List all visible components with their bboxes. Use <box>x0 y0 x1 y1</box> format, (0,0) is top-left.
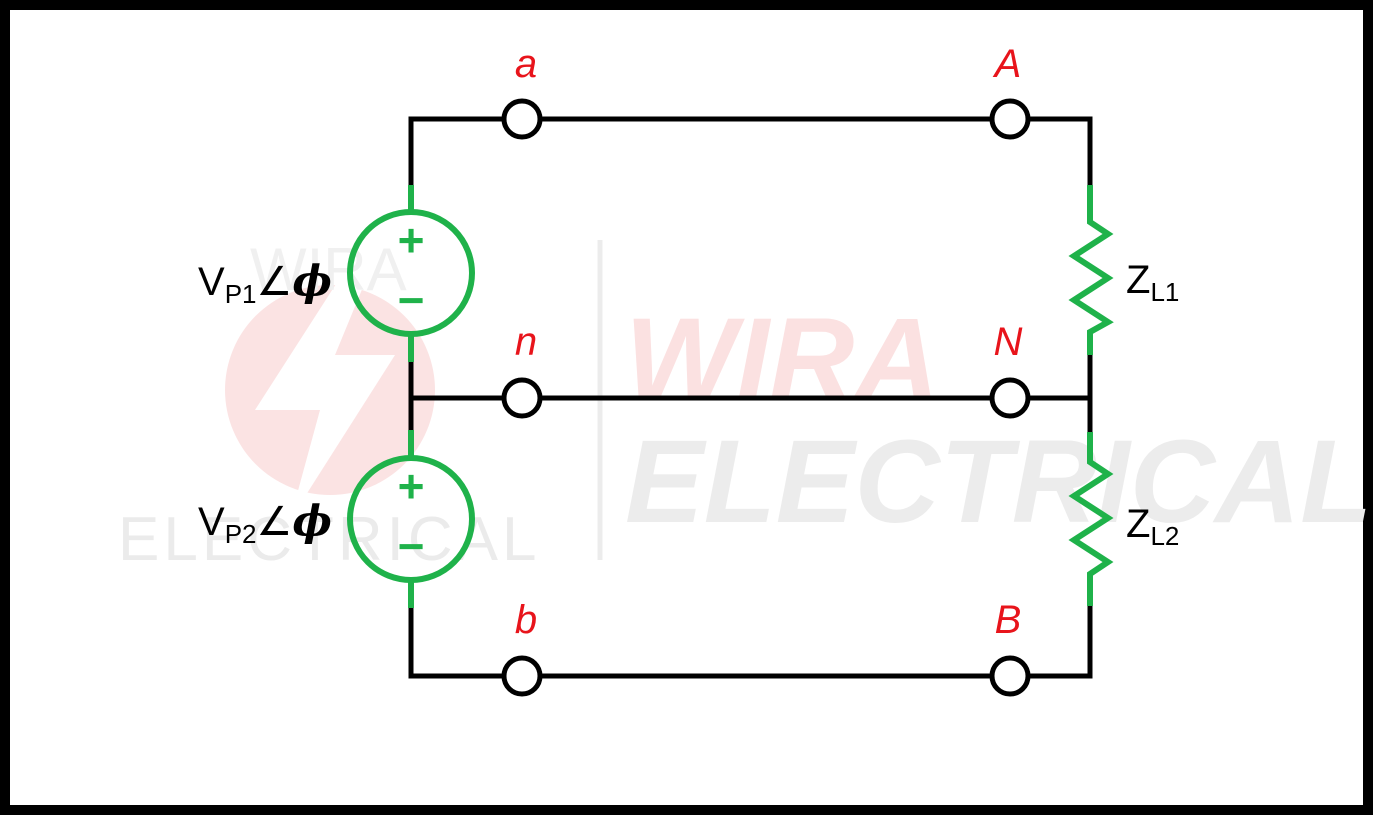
source-2-label-phi: ϕ <box>292 496 332 545</box>
source-1-label-angle: ∠ <box>257 260 293 304</box>
source-2-minus-icon: − <box>398 520 425 572</box>
watermark-logo-text: WIRA <box>250 236 407 303</box>
load-2-label-sub: L2 <box>1150 521 1179 551</box>
load-1-label-main: Z <box>1126 258 1150 302</box>
source-1-label: VP1∠ϕ <box>198 256 332 309</box>
node-label-N: N <box>994 320 1023 364</box>
terminal-B <box>989 655 1031 697</box>
node-label-B: B <box>995 598 1022 642</box>
load-2-label: ZL2 <box>1126 502 1179 551</box>
load-1-label: ZL1 <box>1126 258 1179 307</box>
node-label-b: b <box>515 598 537 642</box>
node-label-A: A <box>993 42 1022 86</box>
wire-bottom <box>408 606 1093 679</box>
load-resistor-2 <box>1068 432 1114 606</box>
watermark-big-line2: ELECTRICAL <box>625 416 1372 548</box>
load-2-label-main: Z <box>1126 502 1150 546</box>
resistor-1-zigzag <box>1068 185 1114 355</box>
terminal-a <box>501 98 543 140</box>
node-label-n: n <box>515 320 537 364</box>
node-labels: a A n N b B <box>515 42 1023 642</box>
load-1-label-sub: L1 <box>1150 277 1179 307</box>
watermark-big-line1: WIRA <box>625 294 940 426</box>
source-1-label-sub: P1 <box>225 279 257 309</box>
terminals <box>501 98 1031 697</box>
source-1-minus-icon: − <box>398 274 425 326</box>
load-resistor-1 <box>1068 185 1114 355</box>
wire-top <box>408 116 1093 185</box>
terminal-N <box>989 377 1031 419</box>
source-2-plus-icon: + <box>398 460 425 512</box>
source-2-label-main: V <box>198 500 225 544</box>
node-label-a: a <box>515 42 537 86</box>
watermark: WIRA ELECTRICAL WIRA ELECTRICAL <box>118 236 1372 574</box>
source-1-label-main: V <box>198 260 225 304</box>
source-2-label-sub: P2 <box>225 519 257 549</box>
source-2-label: VP2∠ϕ <box>198 496 332 549</box>
voltage-source-1: + − <box>347 185 475 362</box>
resistor-2-zigzag <box>1068 432 1114 606</box>
source-2-label-angle: ∠ <box>257 500 293 544</box>
terminal-n <box>501 377 543 419</box>
terminal-A <box>989 98 1031 140</box>
voltage-source-2: + − <box>347 430 475 608</box>
watermark-bolt-icon <box>255 270 395 520</box>
source-1-plus-icon: + <box>398 214 425 266</box>
source-1-label-phi: ϕ <box>292 256 332 305</box>
terminal-b <box>501 655 543 697</box>
